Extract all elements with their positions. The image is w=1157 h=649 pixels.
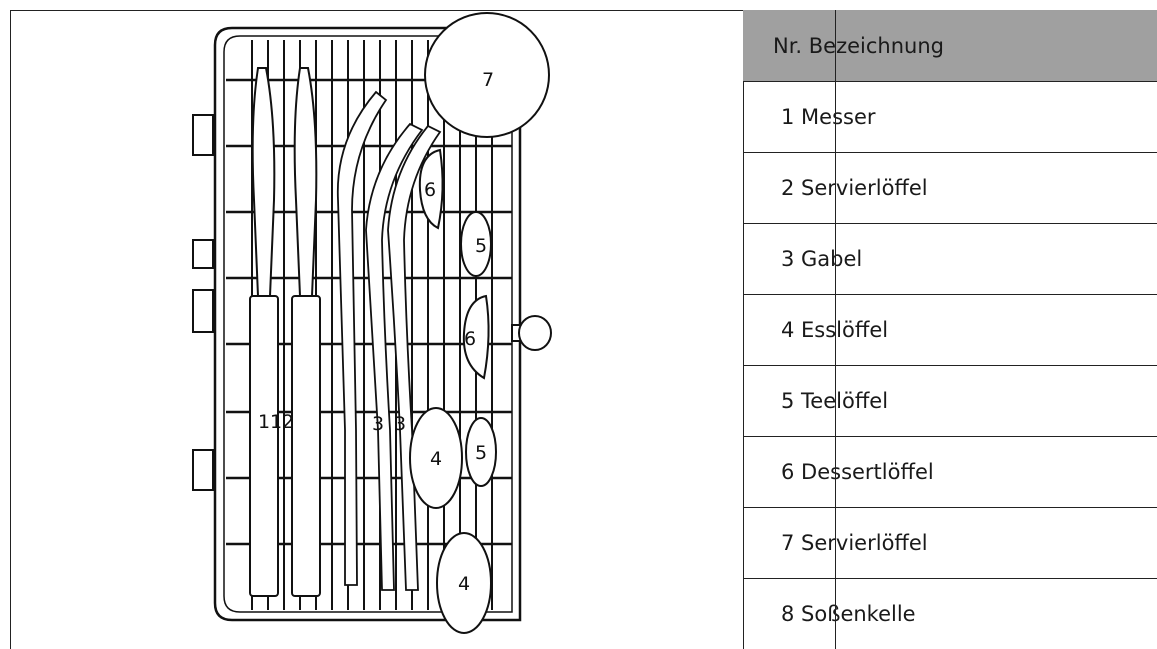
label-4-upper: 4	[430, 448, 442, 470]
table-row-label: 6 Dessertlöffel	[781, 460, 934, 484]
table-row: 8 Soßenkelle	[743, 579, 1157, 649]
table-column-divider	[835, 10, 836, 649]
label-4-lower: 4	[458, 573, 470, 595]
fork-items	[336, 90, 442, 591]
table-row: 1 Messer	[743, 82, 1157, 153]
table-row: 6 Dessertlöffel	[743, 437, 1157, 508]
table-header-row: Nr. Bezeichnung	[743, 10, 1157, 82]
table-row-label: 4 Esslöffel	[781, 318, 889, 342]
label-2: 2	[282, 411, 294, 433]
label-1-a: 1	[258, 411, 270, 433]
basket-handle	[511, 315, 552, 351]
knife-items	[249, 67, 321, 597]
label-3-b: 3	[394, 413, 406, 435]
spoon-items	[409, 12, 550, 634]
table-border-left	[743, 10, 744, 649]
label-3-a: 3	[372, 413, 384, 435]
label-7: 7	[482, 69, 494, 91]
table-row: 4 Esslöffel	[743, 295, 1157, 366]
figure-frame	[10, 10, 1157, 649]
table-row-label: 7 Servierlöffel	[781, 531, 928, 555]
table-row: 5 Teelöffel	[743, 366, 1157, 437]
basket-frame	[213, 26, 522, 622]
item-number-labels: 7 6 5 6 1 1 2 3 3 4 5 4	[258, 69, 494, 595]
table-row-label: 1 Messer	[781, 105, 876, 129]
table-row: 3 Gabel	[743, 224, 1157, 295]
legend-table: Nr. Bezeichnung 1 Messer 2 Servierlöffel…	[743, 10, 1157, 649]
label-5-lower: 5	[475, 442, 487, 464]
label-1-b: 1	[270, 411, 282, 433]
table-row-label: 3 Gabel	[781, 247, 863, 271]
label-6-lower: 6	[464, 328, 476, 350]
table-row-label: 8 Soßenkelle	[781, 602, 916, 626]
table-row: 7 Servierlöffel	[743, 508, 1157, 579]
table-header: Nr. Bezeichnung	[773, 33, 944, 58]
cutlery-basket-diagram: 7 6 5 6 1 1 2 3 3 4 5 4	[192, 12, 552, 634]
label-6-upper: 6	[424, 179, 436, 201]
label-5-upper: 5	[475, 235, 487, 257]
table-row-label: 5 Teelöffel	[781, 389, 889, 413]
table-row: 2 Servierlöffel	[743, 153, 1157, 224]
basket-side-tabs	[192, 114, 214, 491]
table-row-label: 2 Servierlöffel	[781, 176, 928, 200]
